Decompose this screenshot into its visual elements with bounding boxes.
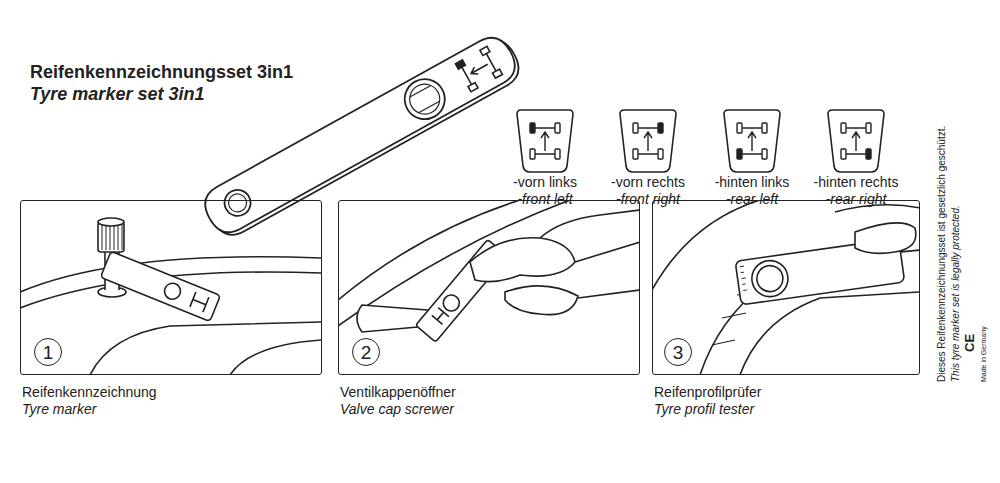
- step-number: 2: [352, 338, 380, 366]
- line-art: [480, 46, 490, 55]
- line-art: [162, 281, 183, 302]
- line-art: [505, 286, 578, 315]
- tread-tester-drawing: [653, 201, 919, 374]
- tag-shape: [806, 108, 906, 174]
- tag-shape: [495, 108, 595, 174]
- line-art: [198, 31, 522, 240]
- tool-drawing: [198, 30, 526, 243]
- line-art: [470, 238, 575, 282]
- line-art: [100, 251, 220, 321]
- line-art: [404, 79, 445, 120]
- line-art: [98, 218, 124, 226]
- step-panel: ReifenkennzeichnungTyre marker 1: [20, 200, 322, 418]
- tag-outline: [517, 110, 573, 172]
- panel-frame: [20, 200, 322, 375]
- caption-en: Valve cap screwer: [340, 401, 456, 418]
- line-art: [90, 322, 321, 374]
- line-art: [468, 83, 478, 92]
- wheel-tag: -vorn rechts-front right: [596, 108, 700, 208]
- callout-number: 2: [361, 343, 372, 362]
- caption-en: Tyre marker: [22, 401, 157, 418]
- callout-number: 1: [43, 343, 54, 362]
- caption-de: Ventilkappenöffner: [340, 384, 456, 401]
- valve-marker-drawing: [21, 218, 321, 374]
- step-number: 3: [664, 338, 692, 366]
- line-art: [855, 223, 916, 253]
- panel-frame: [652, 200, 920, 375]
- caption-de: -vorn links: [493, 174, 597, 191]
- line-art: [740, 292, 919, 374]
- caption-de: Reifenkennzeichnung: [22, 384, 157, 401]
- caption-de: -vorn rechts: [596, 174, 700, 191]
- line-art: [740, 266, 747, 290]
- line-art: [455, 46, 502, 91]
- line-art: [220, 185, 255, 220]
- caption-de: -hinten rechts: [804, 174, 908, 191]
- caption-en: Tyre profil tester: [654, 401, 761, 418]
- tag-shape: [702, 108, 802, 174]
- tag-outline: [620, 110, 676, 172]
- line-art: [230, 340, 321, 374]
- origin-note: Made in Germany: [980, 326, 988, 382]
- line-art: [455, 60, 465, 69]
- tag-outline: [724, 110, 780, 172]
- step-number: 1: [34, 338, 62, 366]
- car-icon: [841, 123, 871, 159]
- line-art: [750, 258, 791, 299]
- legal-note: Dieses Reifenkennzeichnungsset ist geset…: [936, 126, 948, 382]
- step-panel: VentilkappenöffnerValve cap screwer 2: [338, 200, 640, 418]
- tag-outline: [828, 110, 884, 172]
- caption-de: -hinten links: [700, 174, 804, 191]
- line-art: [410, 85, 440, 112]
- line-art: [469, 61, 489, 77]
- line-art: [440, 292, 463, 315]
- line-art: [755, 264, 784, 293]
- cap-opener-drawing: [339, 201, 639, 342]
- wheel-tag: -hinten rechts-rear right: [804, 108, 908, 208]
- tag-shape: [598, 108, 698, 174]
- line-art: [190, 292, 209, 312]
- panel-frame: [338, 200, 640, 375]
- caption-de: Reifenprofilprüfer: [654, 384, 761, 401]
- legal-note: This tyre marker set is legally protecte…: [950, 205, 962, 382]
- step-panel: ReifenprofilprüferTyre profil tester 3: [652, 200, 920, 418]
- line-art: [100, 251, 220, 321]
- car-icon: [633, 123, 663, 159]
- line-art: [102, 224, 122, 250]
- line-art: [432, 308, 449, 325]
- car-icon: [737, 123, 767, 159]
- car-icon: [530, 123, 560, 159]
- title: Reifenkennzeichnungsset 3in1: [30, 62, 293, 84]
- ce-mark: CE: [963, 334, 978, 352]
- callout-number: 3: [673, 343, 684, 362]
- wheel-tag: -hinten links-rear left: [700, 108, 804, 208]
- line-art: [398, 72, 452, 126]
- line-art: [461, 52, 497, 87]
- line-art: [540, 210, 639, 298]
- wheel-tag: -vorn links-front left: [493, 108, 597, 208]
- line-art: [493, 69, 503, 78]
- subtitle: Tyre marker set 3in1: [30, 84, 204, 105]
- line-art: [225, 191, 249, 215]
